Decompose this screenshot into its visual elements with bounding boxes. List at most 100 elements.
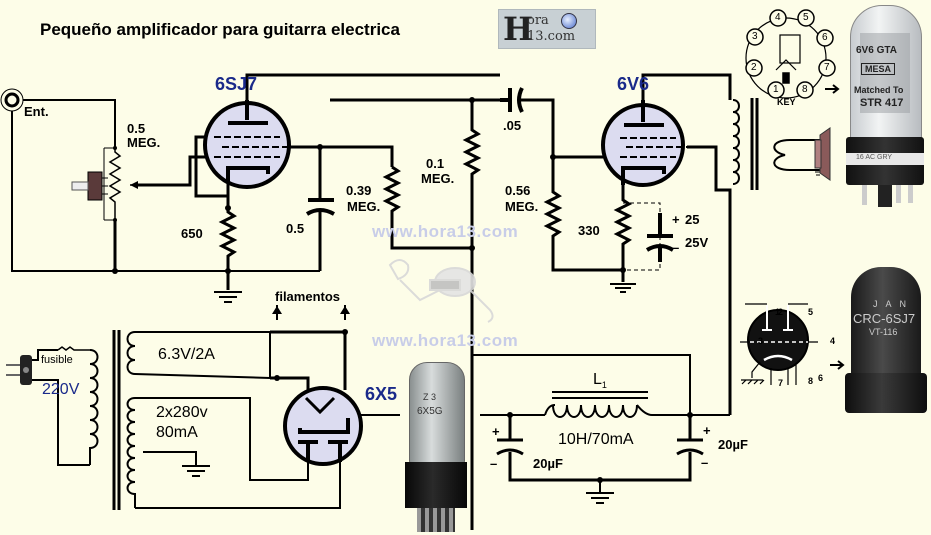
plate-load-unit-label: MEG.: [347, 199, 381, 214]
wire-g3-cathode: [194, 157, 228, 198]
screen-cap-label: 0.5: [286, 221, 305, 236]
mascot-watermark: [388, 259, 494, 323]
hv-winding-voltage-label: 2x280v: [156, 404, 208, 421]
resistor-0.1meg: [462, 100, 482, 530]
tube-6x5: [283, 386, 363, 466]
photo-6v6-text: Matched To: [854, 85, 904, 95]
cathode-resistor-330-label: 330: [578, 223, 600, 238]
pin-7: 7: [824, 62, 830, 73]
wire-b+-to-filter: [472, 354, 691, 415]
arrow-up-icon: [272, 306, 282, 314]
pin-7: 7: [778, 378, 784, 388]
photo-6v6-band: 16 AC GRY: [856, 154, 893, 161]
screen-res-value-label: 0.1: [426, 156, 445, 171]
arrow-right-icon: [825, 84, 840, 94]
pin-6: 6: [818, 373, 824, 383]
pin-2: 2: [751, 62, 757, 73]
watermark-text: www.hora13.com: [372, 331, 519, 350]
hv-winding: [126, 397, 136, 508]
photo-6v6-text: 6V6 GTA: [856, 45, 897, 56]
wire-hv-a: [135, 397, 309, 481]
output-transformer-primary: [732, 99, 740, 185]
wire-plate-bus: [245, 73, 500, 100]
tube-6v6: [601, 100, 687, 187]
bypass-cap-voltage-label: 25V: [685, 235, 709, 250]
mains-voltage-label: 220V: [42, 381, 80, 398]
bypass-minus: –: [672, 240, 680, 255]
pin-8: 8: [808, 376, 814, 386]
ground-icon: [182, 465, 210, 477]
pot-unit-label: MEG.: [127, 135, 161, 150]
choke-name: L: [593, 371, 602, 388]
ground-symbols: [182, 171, 821, 504]
cathode-resistor-650: [218, 208, 238, 290]
grid-res-unit-label: MEG.: [505, 199, 539, 214]
pin-4: 4: [775, 12, 781, 23]
resistor-0.39meg: [382, 165, 472, 250]
pot-value-label: 0.5: [127, 121, 146, 136]
tube-6sj7: [203, 100, 291, 189]
choke-subscript: 1: [601, 380, 607, 391]
resistor-330: [613, 185, 633, 282]
filter-cap-2-label: 20µF: [718, 437, 748, 452]
watermark-text: www.hora13.com: [372, 222, 519, 241]
fuse-label: fusible: [41, 354, 73, 366]
pinout-6sj7-diagram: [740, 303, 845, 385]
hora13-logo[interactable]: H ora 13.com: [498, 9, 596, 49]
filter-cap-2-minus: –: [701, 455, 709, 470]
photo-6sj7-tube: J A N CRC-6SJ7 VT-116: [845, 267, 927, 417]
fuse: [57, 346, 90, 351]
pin-8: 8: [802, 84, 808, 95]
pin-4: 4: [830, 336, 836, 346]
photo-6v6-text: STR 417: [860, 97, 904, 109]
pin-2: 2: [778, 307, 784, 317]
bypass-cap-25uf: [645, 213, 675, 262]
arrow-up-icon: [340, 306, 350, 314]
filter-cap-1: [496, 415, 692, 482]
wire-screen: [290, 145, 394, 167]
resistor-0.56meg: [543, 157, 623, 272]
screen-res-unit-label: MEG.: [421, 171, 455, 186]
coupling-cap-plate1: [500, 88, 512, 112]
logo-initial: H: [503, 10, 534, 48]
filament-arrows: [272, 306, 350, 314]
pin-3: 3: [752, 31, 758, 42]
wiper-arrow-icon: [130, 181, 138, 189]
ground-icon: [610, 283, 636, 293]
logo-line1: ora: [527, 13, 549, 28]
photo-6x5-text: Z 3: [423, 392, 437, 402]
pin-1: 1: [773, 84, 779, 95]
arrow-right-icon: [830, 360, 845, 370]
photo-6v6-brand: MESA: [861, 63, 896, 75]
ground-icon: [586, 492, 614, 504]
wire-heater-a: [270, 376, 310, 390]
photo-6x5-tube: Z 3 6X5G: [405, 362, 467, 534]
wire-mains-2: [30, 379, 90, 466]
photo-6v6-tube: 6V6 GTA MESA Matched To STR 417 16 AC GR…: [846, 5, 924, 210]
pinout-6v6-pins: [745, 9, 836, 99]
key-label: KEY: [777, 97, 796, 107]
pot-resistor: [108, 148, 122, 220]
output-transformer-secondary: [773, 139, 820, 171]
pin-5: 5: [803, 12, 809, 23]
wire-hv-b: [135, 462, 341, 509]
coupling-cap-plate2: [517, 87, 524, 113]
heater-winding-label: 6.3V/2A: [158, 346, 215, 363]
choke-value-label: 10H/70mA: [558, 431, 634, 448]
wire-mains-1: [30, 349, 58, 361]
filaments-label: filamentos: [275, 289, 341, 304]
bypass-plus: +: [672, 212, 680, 227]
choke-core: [552, 391, 648, 399]
page-title: Pequeño amplificador para guitarra elect…: [40, 20, 400, 39]
filter-cap-1-plus: +: [492, 424, 500, 439]
input-label: Ent.: [24, 104, 49, 119]
filter-cap-1-minus: –: [490, 456, 498, 471]
heater-winding: [126, 331, 271, 379]
wire-input-top: [22, 99, 116, 148]
potentiometer-knob-icon: [71, 171, 108, 201]
wire-coupling-grid: [520, 98, 610, 159]
photo-6sj7-text: CRC-6SJ7: [853, 311, 916, 326]
filter-cap-2-plus: +: [703, 423, 711, 438]
tube-label-6sj7: 6SJ7: [215, 74, 258, 94]
